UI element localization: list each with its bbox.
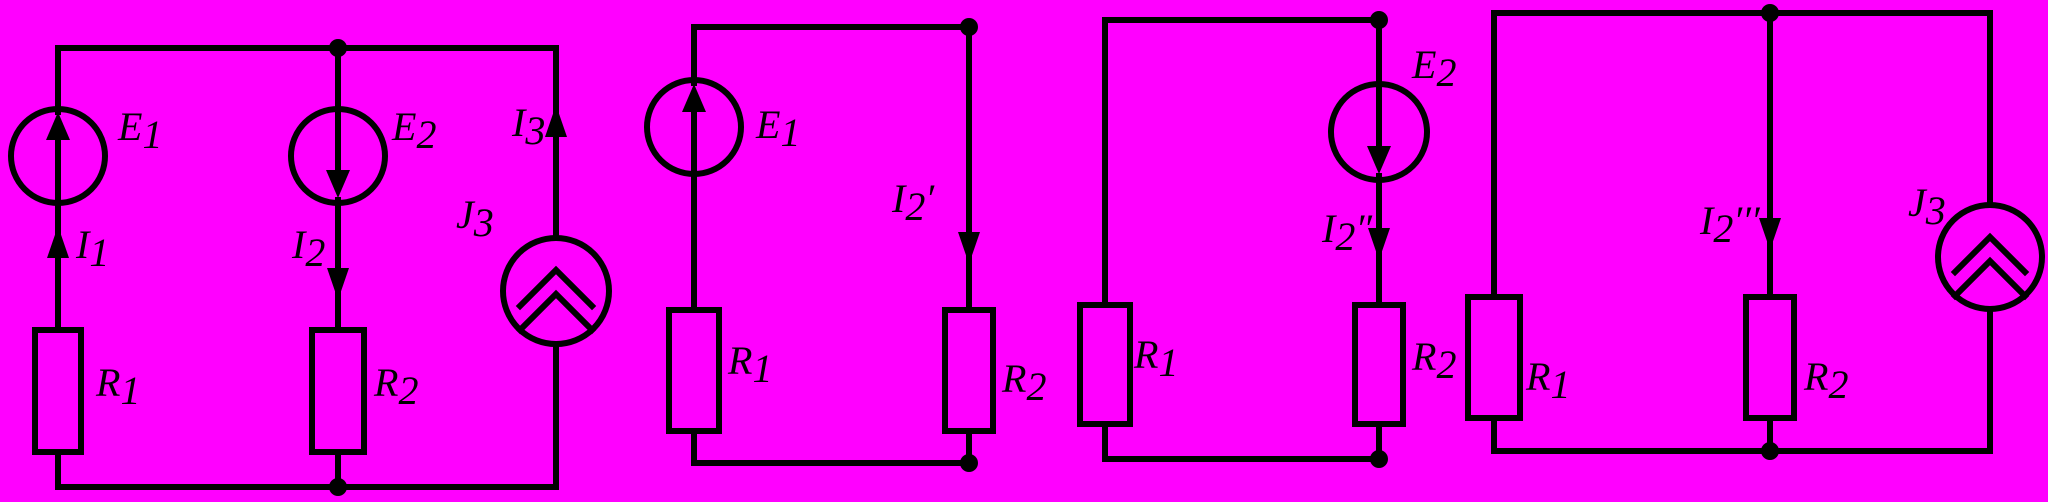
label-i1: I1 bbox=[75, 222, 109, 275]
voltage-source-e2 bbox=[288, 106, 388, 206]
junction-node bbox=[960, 18, 978, 36]
resistor-r2 bbox=[1743, 294, 1797, 421]
voltage-source-e1 bbox=[8, 106, 108, 206]
label-i2-triple-prime: I2′′′ bbox=[1699, 198, 1761, 251]
circuit-4: I2′′′ J3 R1 R2 bbox=[1465, 4, 2045, 460]
circuit-2: E1 I2′ R1 R2 bbox=[644, 18, 1046, 472]
label-j3: J3 bbox=[1908, 180, 1946, 233]
current-arrow-i2-double-prime bbox=[1368, 228, 1390, 260]
label-r2: R2 bbox=[1411, 334, 1456, 387]
current-source-j3 bbox=[1935, 202, 2045, 312]
label-r2: R2 bbox=[1803, 354, 1848, 407]
circuit-4-wires bbox=[1491, 10, 1993, 454]
current-arrow-i2-triple-prime bbox=[1759, 218, 1781, 250]
resistor-r1 bbox=[32, 327, 84, 455]
label-r1: R1 bbox=[727, 338, 772, 391]
label-i2-prime: I2′ bbox=[891, 176, 935, 229]
label-i2: I2 bbox=[291, 222, 325, 275]
label-e2: E2 bbox=[1411, 42, 1456, 95]
current-arrow-i2-prime bbox=[958, 232, 980, 264]
label-i2-double-prime: I2″ bbox=[1321, 206, 1373, 259]
current-arrow-i3 bbox=[545, 105, 567, 137]
junction-node bbox=[1370, 11, 1388, 29]
resistor-r1 bbox=[1465, 294, 1523, 421]
circuit-3: E2 I2″ R1 R2 bbox=[1077, 11, 1456, 468]
label-e1: E1 bbox=[117, 104, 162, 157]
label-i3: I3 bbox=[511, 100, 545, 153]
junction-node bbox=[1370, 450, 1388, 468]
label-e1: E1 bbox=[755, 102, 800, 155]
label-j3: J3 bbox=[456, 192, 494, 245]
junction-node bbox=[1761, 442, 1779, 460]
label-r2: R2 bbox=[373, 360, 418, 413]
resistor-r1 bbox=[666, 307, 722, 434]
junction-node bbox=[329, 39, 347, 57]
label-r2: R2 bbox=[1001, 356, 1046, 409]
label-e2: E2 bbox=[391, 104, 436, 157]
resistor-r2 bbox=[309, 327, 367, 455]
voltage-source-e1 bbox=[644, 77, 744, 177]
junction-node bbox=[960, 454, 978, 472]
current-arrow-i2 bbox=[327, 268, 349, 300]
label-r1: R1 bbox=[1525, 354, 1570, 407]
resistor-r1 bbox=[1077, 302, 1133, 427]
resistor-r2 bbox=[942, 307, 996, 434]
current-arrow-i1 bbox=[47, 226, 69, 258]
voltage-source-e2 bbox=[1328, 81, 1430, 183]
junction-node bbox=[1761, 4, 1779, 22]
label-r1: R1 bbox=[95, 360, 140, 413]
circuit-1-wires bbox=[55, 45, 559, 490]
current-source-j3 bbox=[500, 235, 612, 347]
label-r1: R1 bbox=[1133, 332, 1178, 385]
resistor-r2 bbox=[1352, 302, 1406, 427]
circuit-1: E1 E2 I3 J3 I1 I2 R1 R2 bbox=[8, 39, 612, 496]
junction-node bbox=[329, 478, 347, 496]
